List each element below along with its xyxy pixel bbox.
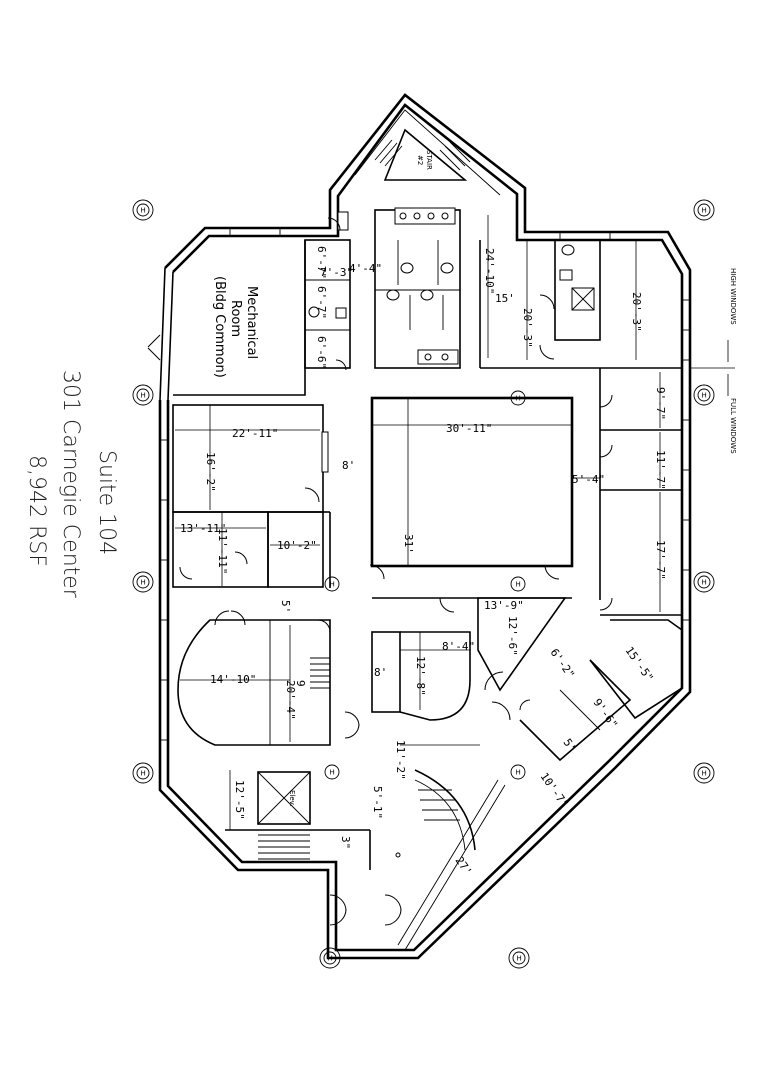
right-offices (599, 368, 682, 616)
dim-11-11: 11'-11" (216, 528, 229, 574)
stair-number: #2 (416, 155, 424, 165)
dim-5-1: 5'-1" (371, 786, 384, 819)
dim-13-9: 13'-9" (484, 599, 524, 612)
svg-text:H: H (702, 770, 707, 778)
svg-text:H: H (141, 207, 146, 215)
dim-10-7: 10'-7" (538, 770, 571, 810)
column-marker-h-icon: H (132, 384, 154, 406)
dim-22-11: 22'-11" (232, 427, 278, 440)
column-marker-h-icon: H (324, 764, 340, 780)
svg-text:H: H (702, 207, 707, 215)
doors (147, 217, 613, 926)
dim-9-6: 9'-6" (591, 696, 621, 731)
left-offices (172, 404, 331, 588)
dim-7-3: 7'-3" (320, 266, 353, 279)
svg-text:H: H (141, 392, 146, 400)
column-marker-h-icon: H (510, 390, 526, 406)
dim-20-3b: 20'-3" (630, 292, 643, 332)
dim-6-2: 6'-2" (548, 646, 578, 681)
column-marker-h-icon: H (510, 576, 526, 592)
dim-11-2: 11'-2" (394, 740, 407, 780)
mechanical-room-label-2: Room (228, 300, 243, 337)
dim-15: 15' (495, 292, 515, 305)
suite-title: Suite 104 (94, 450, 119, 555)
dim-5-4: 5'-4" (572, 473, 605, 486)
svg-text:H: H (702, 579, 707, 587)
dim-30-11: 30'-11" (446, 422, 492, 435)
full-windows-note: FULL WINDOWS (729, 398, 737, 454)
svg-text:H: H (516, 581, 521, 589)
svg-text:H: H (330, 581, 335, 589)
svg-text:H: H (516, 395, 521, 403)
column-marker-h-icon: H (510, 764, 526, 780)
dim-8-4: 8'-4" (442, 640, 475, 653)
elevator-label: Elev. (288, 790, 296, 807)
svg-text:H: H (702, 392, 707, 400)
mechanical-room-label-3: (Bldg Common) (212, 276, 227, 378)
dim-9: 9 (294, 680, 307, 687)
mechanical-room-label-1: Mechanical (244, 286, 259, 359)
dim-8b: 8' (374, 666, 387, 679)
title-block: Suite 104 301 Carnegie Center 8,942 RSF (24, 370, 119, 599)
dim-6-7: 6'-7" (315, 246, 328, 279)
svg-text:H: H (517, 955, 522, 963)
column-marker-h-icon: H (132, 571, 154, 593)
dim-5b: 5' (561, 736, 579, 754)
elevator-lobby: Elev. (225, 769, 506, 951)
angled-rooms (519, 619, 683, 762)
dim-10-2: 10'-2" (277, 539, 317, 552)
dim-11-7: 11'-7" (654, 450, 667, 490)
column-marker-h-icon: H (132, 762, 154, 784)
column-marker-h-icon: H (693, 762, 715, 784)
lower-center-rooms (371, 597, 567, 721)
stair-label: STAIR (425, 150, 433, 170)
dimension-lines (175, 215, 661, 830)
dim-15-5: 15'-5" (623, 644, 656, 684)
dim-5: 5' (279, 600, 292, 613)
exterior-walls (158, 93, 692, 960)
svg-text:H: H (516, 769, 521, 777)
window-notes: HIGH WINDOWS FULL WINDOWS (690, 268, 737, 454)
dim-3: 3" (339, 836, 352, 849)
dim-9-7: 9'-7" (654, 387, 667, 420)
dim-8: 8' (342, 459, 355, 472)
mechanical-room: Mechanical Room (Bldg Common) (173, 240, 306, 396)
area-rsf: 8,942 RSF (24, 455, 49, 567)
dim-31: 31' (402, 534, 415, 554)
high-windows-note: HIGH WINDOWS (729, 268, 737, 325)
dim-14-10: 14'-10" (210, 673, 256, 686)
column-marker-h-icon: H (324, 576, 340, 592)
rounded-room (177, 619, 331, 746)
dim-13-11: 13'-11" (180, 522, 226, 535)
stair-2: STAIR #2 (354, 109, 501, 196)
svg-text:H: H (330, 769, 335, 777)
dim-6-7b: 6'-7" (315, 286, 328, 319)
column-marker-h-icon: H (319, 947, 341, 969)
upper-right-rooms (479, 239, 682, 369)
column-marker-h-icon: H (693, 199, 715, 221)
restrooms (374, 207, 461, 369)
dim-4-4: 4'-4" (349, 262, 382, 275)
dim-24-10: 24'-10" (483, 248, 496, 294)
svg-text:H: H (328, 955, 333, 963)
dim-16-2: 16'-2" (204, 452, 217, 492)
svg-text:H: H (141, 770, 146, 778)
dim-12-5: 12'-5" (233, 780, 246, 820)
dim-6-6: 6'-6" (315, 336, 328, 369)
building-name: 301 Carnegie Center (58, 370, 83, 599)
dim-12-6: 12'-6" (506, 616, 519, 656)
dim-20-3a: 20'-3" (521, 308, 534, 348)
column-marker-h-icon: H (693, 384, 715, 406)
column-marker-h-icon: H (508, 947, 530, 969)
dim-20-4: 20'-4" (284, 680, 297, 720)
column-marker-h-icon: H (132, 199, 154, 221)
dim-12-8: 12'-8" (414, 656, 427, 696)
column-marker-h-icon: H (693, 571, 715, 593)
column-markers: H H H H H H H H H H H H H H H (132, 199, 715, 969)
dim-17-7: 17'-7" (654, 540, 667, 580)
dim-27: 27' (453, 854, 475, 878)
svg-text:H: H (141, 579, 146, 587)
